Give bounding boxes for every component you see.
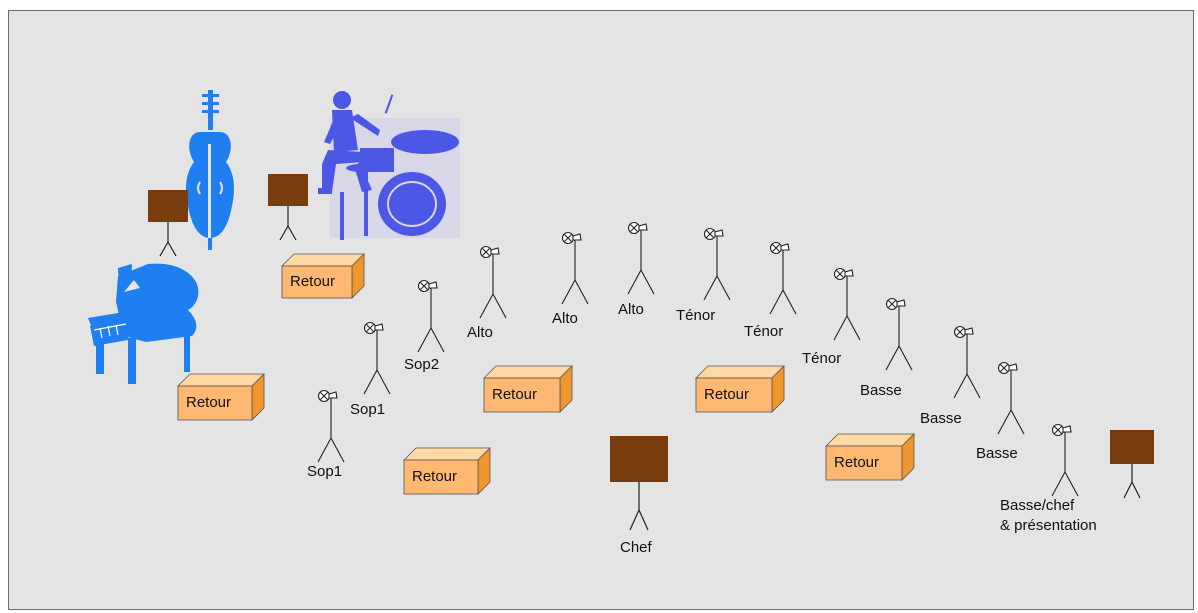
microphone-stand-icon (363, 321, 391, 395)
music-stand-icon (1110, 430, 1154, 499)
singer-label-tenor-2: Ténor (744, 323, 784, 340)
singer-label-alto-2: Alto (552, 310, 578, 327)
singer-label-tenor-1: Ténor (676, 307, 716, 324)
singer-label-sop1-a: Sop1 (307, 463, 343, 480)
microphone-stand-icon (885, 297, 913, 371)
drummer-icon (318, 91, 460, 240)
retour-label: Retour (290, 273, 336, 290)
singer-label-basse-1: Basse (860, 382, 902, 399)
singer-label-basse-chef: Basse/chef& présentation (1000, 497, 1097, 535)
music-stand-icon (268, 174, 308, 241)
singer-label-tenor-3: Ténor (802, 350, 842, 367)
monitor-speaker-icon (177, 373, 265, 421)
microphone-stand-icon (703, 227, 731, 301)
conductor-music-stand-icon (610, 436, 668, 531)
microphone-stand-icon (479, 245, 507, 319)
double-bass-icon (186, 90, 234, 250)
retour-label: Retour (412, 468, 458, 485)
monitor-speaker-icon (403, 447, 491, 495)
microphone-stand-icon (997, 361, 1025, 435)
grand-piano-icon (88, 263, 199, 384)
monitor-speaker-icon (825, 433, 915, 481)
singer-label-basse-2: Basse (920, 410, 962, 427)
microphone-stand-icon (561, 231, 589, 305)
microphone-stand-icon (627, 221, 655, 295)
microphone-stand-icon (317, 389, 345, 463)
singer-label-basse-3: Basse (976, 445, 1018, 462)
singer-label-sop2: Sop2 (404, 356, 440, 373)
singer-label-alto-3: Alto (618, 301, 644, 318)
singer-label-sop1-b: Sop1 (350, 401, 386, 418)
microphone-stand-icon (417, 279, 445, 353)
retour-label: Retour (834, 454, 880, 471)
microphone-stand-icon (769, 241, 797, 315)
monitor-speaker-icon (483, 365, 573, 413)
retour-label: Retour (492, 386, 538, 403)
microphone-stand-icon (1051, 423, 1079, 497)
microphone-stand-icon (953, 325, 981, 399)
retour-label: Retour (186, 394, 232, 411)
monitor-speaker-icon (695, 365, 785, 413)
retour-label: Retour (704, 386, 750, 403)
music-stand-icon (148, 190, 188, 257)
singer-label-alto-1: Alto (467, 324, 493, 341)
microphone-stand-icon (833, 267, 861, 341)
conductor-label: Chef (620, 539, 652, 556)
monitor-speaker-icon (281, 253, 365, 299)
